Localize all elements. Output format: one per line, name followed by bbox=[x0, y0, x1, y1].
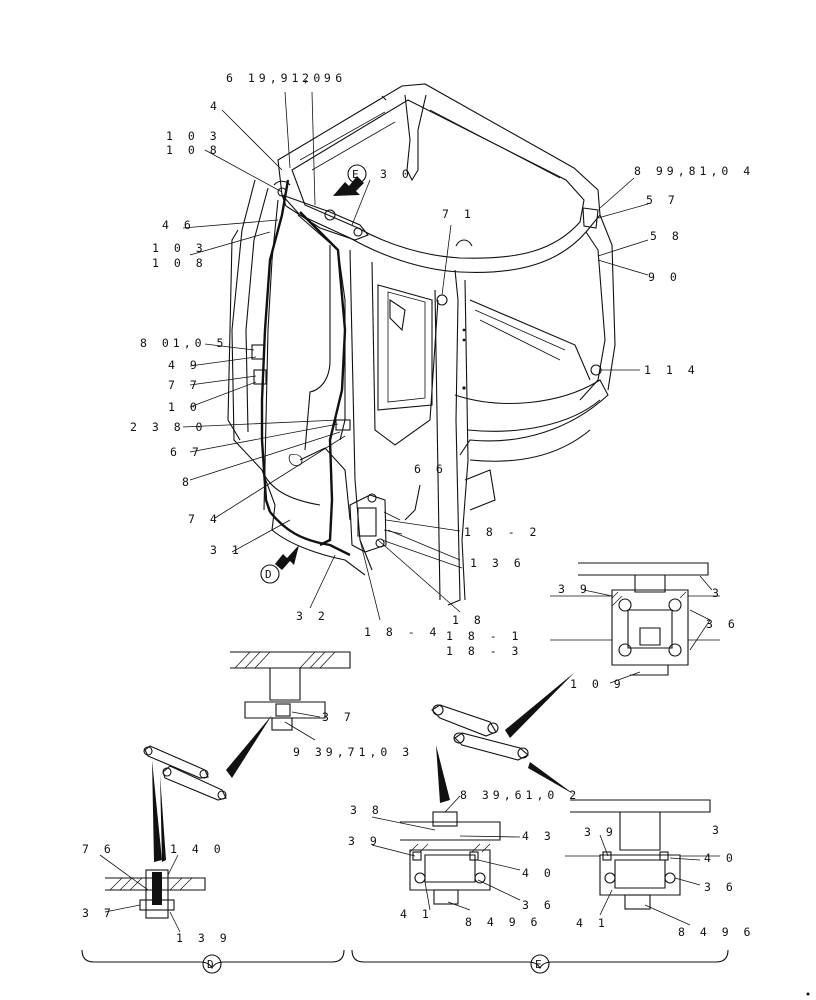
callout-103b: 1 0 3 bbox=[152, 241, 207, 255]
callout-66: 6 6 bbox=[414, 462, 447, 476]
callout-76: 7 6 bbox=[82, 842, 115, 856]
callout-39-e: 3 9 bbox=[348, 834, 381, 848]
view-arrow-d-label: D bbox=[265, 568, 272, 581]
callout-74: 7 4 bbox=[188, 512, 221, 526]
callout-41-e: 4 1 bbox=[400, 907, 433, 921]
callout-8496-er: 8 4 9 6 bbox=[678, 925, 754, 939]
callout-839: 8 39,61,0 2 bbox=[460, 788, 580, 802]
callout-77: 7 7 bbox=[168, 378, 201, 392]
bracket-d-label: D bbox=[207, 958, 214, 971]
view-arrow-e: E bbox=[333, 164, 367, 196]
callout-31: 3 1 bbox=[210, 543, 243, 557]
callout-136: 1 3 6 bbox=[470, 556, 525, 570]
callout-114: 1 1 4 bbox=[644, 363, 699, 377]
callout-57: 5 7 bbox=[646, 193, 679, 207]
callout-36-er: 3 6 bbox=[704, 880, 737, 894]
callout-139: 1 3 9 bbox=[176, 931, 231, 945]
callout-49: 4 9 bbox=[168, 358, 201, 372]
callout-140: 1 4 0 bbox=[170, 842, 225, 856]
callout-8: 8 bbox=[182, 475, 193, 489]
bracket-e: E bbox=[351, 949, 729, 974]
linkage-e bbox=[431, 672, 575, 803]
leader-lines bbox=[99, 91, 713, 933]
callout-67: 6 7 bbox=[170, 445, 203, 459]
callout-90: 9 0 bbox=[648, 270, 681, 284]
callout-18-4: 1 8 - 4 bbox=[364, 625, 440, 639]
detail-top-right bbox=[550, 562, 720, 676]
callout-8496-e: 8 4 9 6 bbox=[465, 915, 541, 929]
callout-46: 4 6 bbox=[162, 218, 195, 232]
callout-40-er: 4 0 bbox=[704, 851, 737, 865]
cab-assembly bbox=[227, 83, 616, 606]
callout-38: 3 8 bbox=[350, 803, 383, 817]
callout-18-3: 1 8 - 3 bbox=[446, 644, 522, 658]
callout-36-e: 3 6 bbox=[522, 898, 555, 912]
callout-29: 2 9 bbox=[302, 71, 335, 85]
callout-39-er: 3 9 bbox=[584, 825, 617, 839]
callout-36-top: 3 6 bbox=[706, 617, 739, 631]
bracket-e-label: E bbox=[535, 958, 542, 971]
callout-30: 3 0 bbox=[380, 167, 413, 181]
callout-40-e: 4 0 bbox=[522, 866, 555, 880]
callout-71: 7 1 bbox=[442, 207, 475, 221]
detail-d-top bbox=[230, 651, 351, 731]
callout-2380: 2 3 8 0 bbox=[130, 420, 206, 434]
callout-18-2: 1 8 - 2 bbox=[464, 525, 540, 539]
callout-37-d: 3 7 bbox=[322, 710, 355, 724]
callout-3-e: 3 bbox=[712, 823, 723, 837]
detail-e-left bbox=[400, 811, 501, 905]
callout-43: 4 3 bbox=[522, 829, 555, 843]
view-arrow-e-label: E bbox=[352, 168, 359, 181]
detail-d-bottom bbox=[105, 869, 206, 919]
callout-103a: 1 0 3 bbox=[166, 129, 221, 143]
callout-3-top: 3 bbox=[712, 586, 723, 600]
callout-108b: 1 0 8 bbox=[152, 256, 207, 270]
callout-41-er: 4 1 bbox=[576, 916, 609, 930]
linkage-d bbox=[143, 715, 272, 862]
callout-801: 8 01,0 5 bbox=[140, 336, 227, 350]
callout-32: 3 2 bbox=[296, 609, 329, 623]
view-arrow-d: D bbox=[260, 545, 299, 584]
callout-58: 5 8 bbox=[650, 229, 683, 243]
callout-108a: 1 0 8 bbox=[166, 143, 221, 157]
callout-39-top: 3 9 bbox=[558, 582, 591, 596]
callout-619: 6 19,91,0 6 bbox=[226, 71, 346, 85]
callout-37-db: 3 7 bbox=[82, 906, 115, 920]
detail-e-right bbox=[565, 799, 720, 910]
callout-10: 1 0 bbox=[168, 400, 201, 414]
callout-939: 9 39,71,0 3 bbox=[293, 745, 413, 759]
bracket-d: D bbox=[81, 949, 345, 974]
callout-labels: 6 19,91,0 6 2 9 4 1 0 3 1 0 8 3 0 4 6 1 … bbox=[82, 71, 754, 945]
callout-899: 8 99,81,0 4 bbox=[634, 164, 754, 178]
callout-18-1: 1 8 - 1 bbox=[446, 629, 522, 643]
callout-18: 1 8 bbox=[452, 613, 485, 627]
callout-4: 4 bbox=[210, 99, 221, 113]
callout-109: 1 0 9 bbox=[570, 677, 625, 691]
